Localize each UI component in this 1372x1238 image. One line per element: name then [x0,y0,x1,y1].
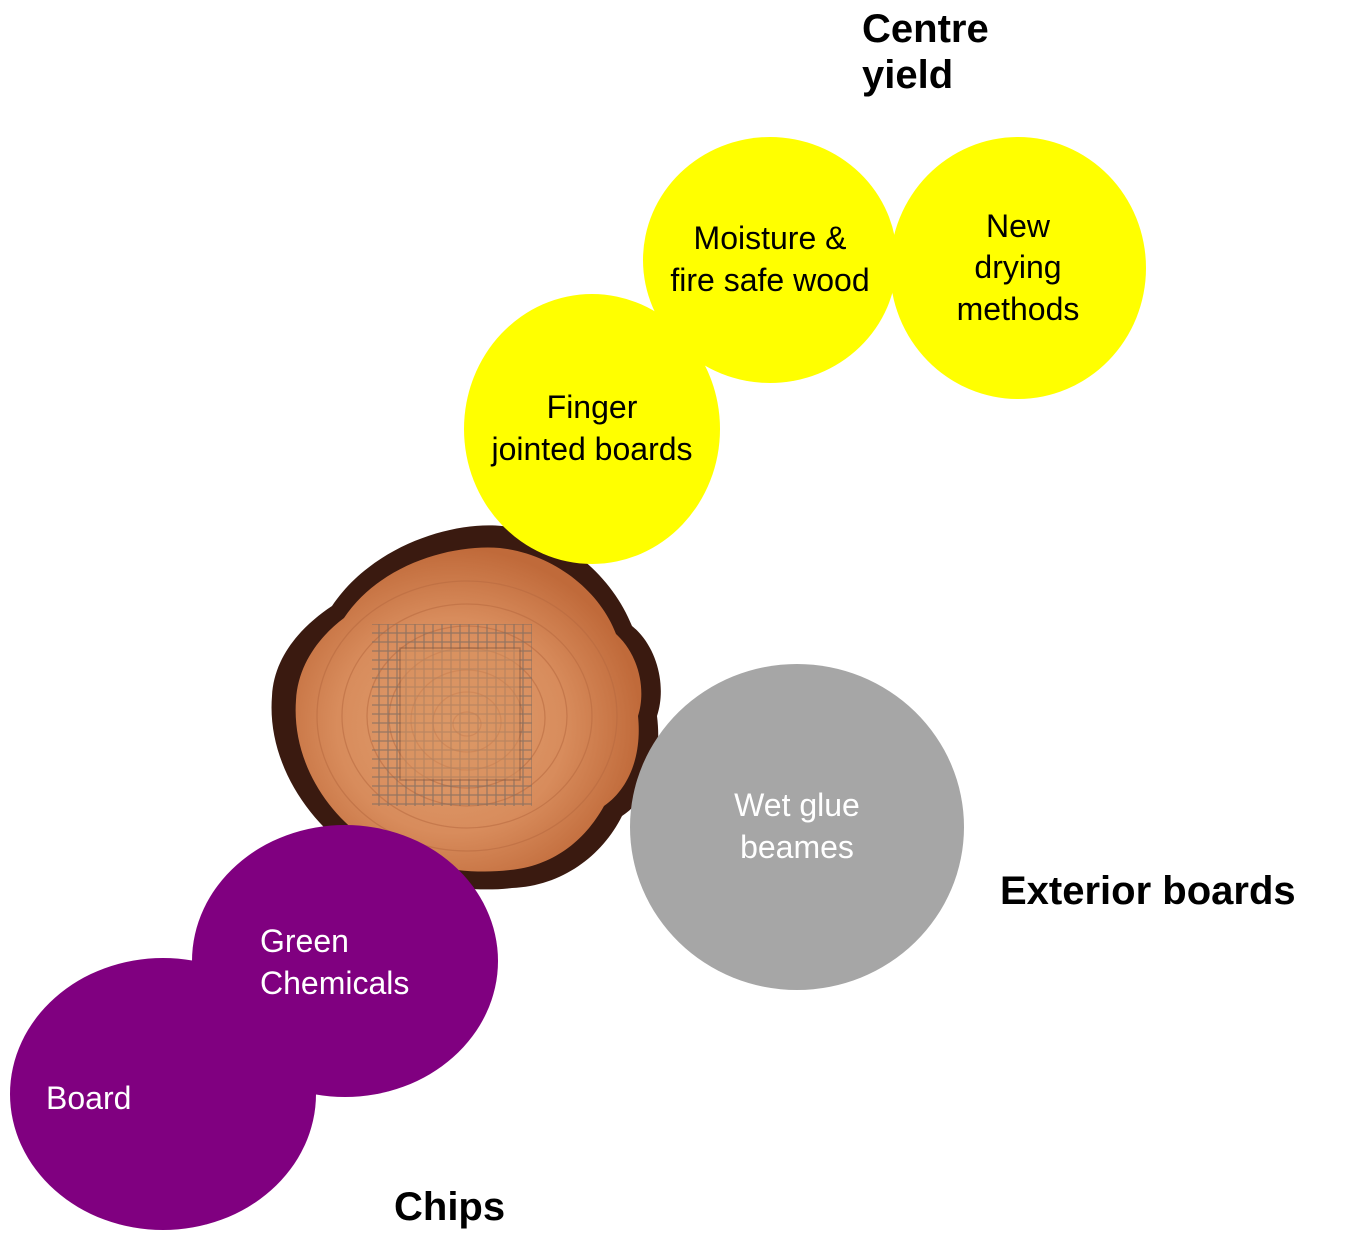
finger-jointed-boards-label: Finger jointed boards [491,389,693,467]
centre-square [399,647,521,781]
log-cross-section-image [271,525,661,890]
centre-yield-heading: Centre yield [862,7,989,97]
chips-heading: Chips [394,1185,506,1229]
green-chemicals-label: Green Chemicals [260,923,410,1001]
board-label: Board [46,1080,132,1116]
board-circle: Board [10,958,316,1230]
new-drying-methods-circle: New drying methods [890,137,1146,399]
moisture-fire-safe-wood-label: Moisture & fire safe wood [670,220,870,298]
wet-glue-beames-circle: Wet glue beames [630,664,964,990]
wet-glue-beames-label: Wet glue beames [734,787,860,865]
exterior-boards-heading: Exterior boards [1000,869,1296,913]
finger-jointed-boards-circle: Finger jointed boards [464,294,720,564]
new-drying-methods-label: New drying methods [956,207,1080,327]
